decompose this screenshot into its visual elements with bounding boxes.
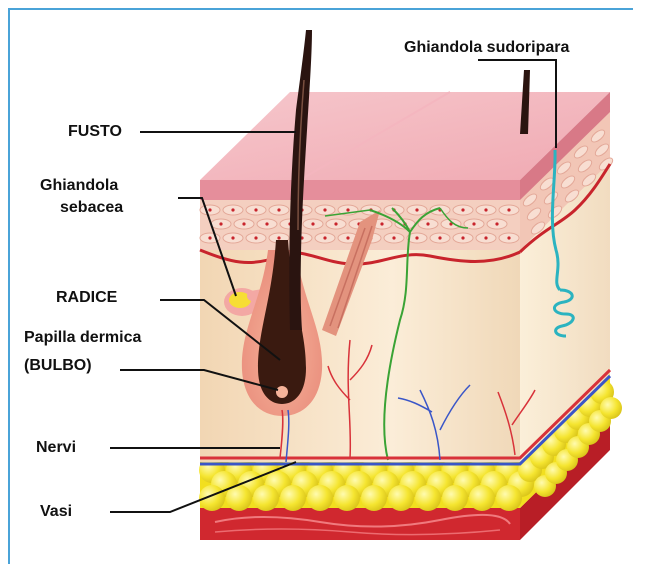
cell-nucleus	[507, 236, 510, 239]
label-papilla-2: (BULBO)	[24, 356, 92, 376]
fat-cell	[496, 485, 522, 511]
cell-nucleus	[277, 208, 280, 211]
cell-nucleus	[231, 208, 234, 211]
cell-nucleus	[242, 222, 245, 225]
cell-nucleus	[392, 236, 395, 239]
fat-cell	[307, 485, 333, 511]
cell-nucleus	[323, 236, 326, 239]
cell-nucleus	[265, 222, 268, 225]
cell-nucleus	[208, 208, 211, 211]
cell-nucleus	[461, 236, 464, 239]
fat-cell	[361, 485, 387, 511]
cell-nucleus	[346, 236, 349, 239]
fat-cell	[415, 485, 441, 511]
cell-nucleus	[438, 236, 441, 239]
cell-nucleus	[507, 208, 510, 211]
label-ghiandola-sebacea-1: Ghiandola	[40, 176, 118, 196]
cell-nucleus	[254, 236, 257, 239]
cell-nucleus	[484, 236, 487, 239]
skin-surface-edge	[200, 180, 520, 200]
cell-nucleus	[461, 208, 464, 211]
fat-cell	[253, 485, 279, 511]
label-fusto: FUSTO	[68, 122, 122, 142]
cell-nucleus	[323, 208, 326, 211]
fat-cell	[388, 485, 414, 511]
label-vasi: Vasi	[40, 502, 72, 522]
fat-cell	[280, 485, 306, 511]
fat-cell	[442, 485, 468, 511]
cell-nucleus	[311, 222, 314, 225]
fat-cell	[469, 485, 495, 511]
label-ghiandola-sudoripara: Ghiandola sudoripara	[404, 38, 569, 58]
label-nervi: Nervi	[36, 438, 76, 458]
cell-nucleus	[346, 208, 349, 211]
cell-nucleus	[254, 208, 257, 211]
fat-cell	[334, 485, 360, 511]
label-ghiandola-sebacea-2: sebacea	[60, 198, 123, 218]
cell-nucleus	[380, 222, 383, 225]
cell-nucleus	[334, 222, 337, 225]
cell-nucleus	[277, 236, 280, 239]
label-radice: RADICE	[56, 288, 117, 308]
cell-nucleus	[219, 222, 222, 225]
cell-nucleus	[426, 222, 429, 225]
cell-nucleus	[208, 236, 211, 239]
fat-cell	[600, 397, 622, 419]
cell-nucleus	[231, 236, 234, 239]
cell-nucleus	[415, 208, 418, 211]
cell-nucleus	[495, 222, 498, 225]
cell-nucleus	[472, 222, 475, 225]
cell-nucleus	[484, 208, 487, 211]
label-papilla-1: Papilla dermica	[24, 328, 141, 348]
cell-nucleus	[415, 236, 418, 239]
